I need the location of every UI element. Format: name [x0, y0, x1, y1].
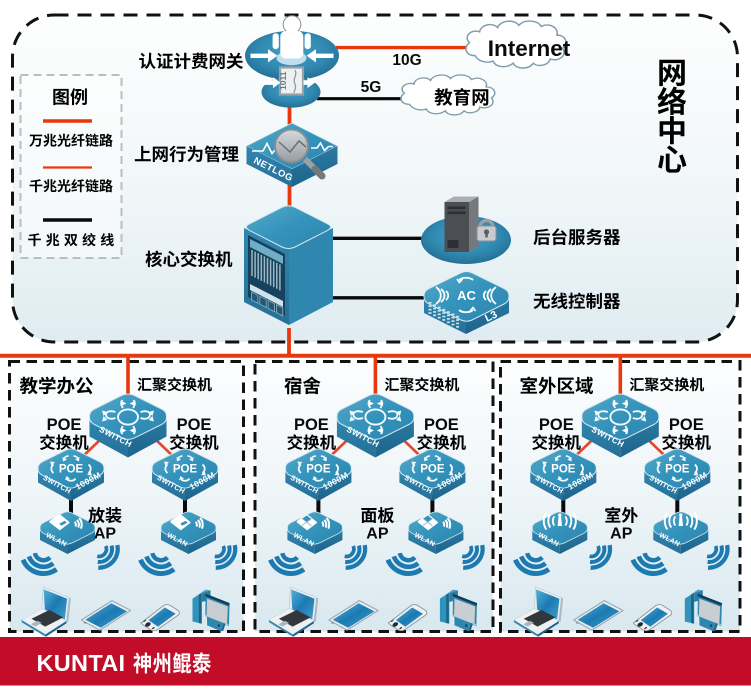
svg-text:POE: POE — [177, 416, 212, 434]
svg-text:POE: POE — [424, 416, 459, 434]
svg-text:POE: POE — [47, 416, 82, 434]
svg-text:AC: AC — [457, 288, 476, 303]
svg-text:AP: AP — [94, 526, 117, 543]
svg-text:5G: 5G — [361, 79, 382, 96]
svg-text:Internet: Internet — [488, 36, 571, 61]
svg-text:POE: POE — [669, 416, 704, 434]
svg-text:POE: POE — [294, 416, 329, 434]
svg-text:10G: 10G — [392, 52, 421, 69]
svg-text:1011: 1011 — [278, 71, 288, 90]
svg-text:AP: AP — [366, 526, 389, 543]
svg-text:POE: POE — [539, 416, 574, 434]
svg-text:L3: L3 — [483, 308, 499, 324]
svg-text:AP: AP — [610, 526, 633, 543]
svg-text:KUNTAI: KUNTAI — [37, 650, 126, 676]
